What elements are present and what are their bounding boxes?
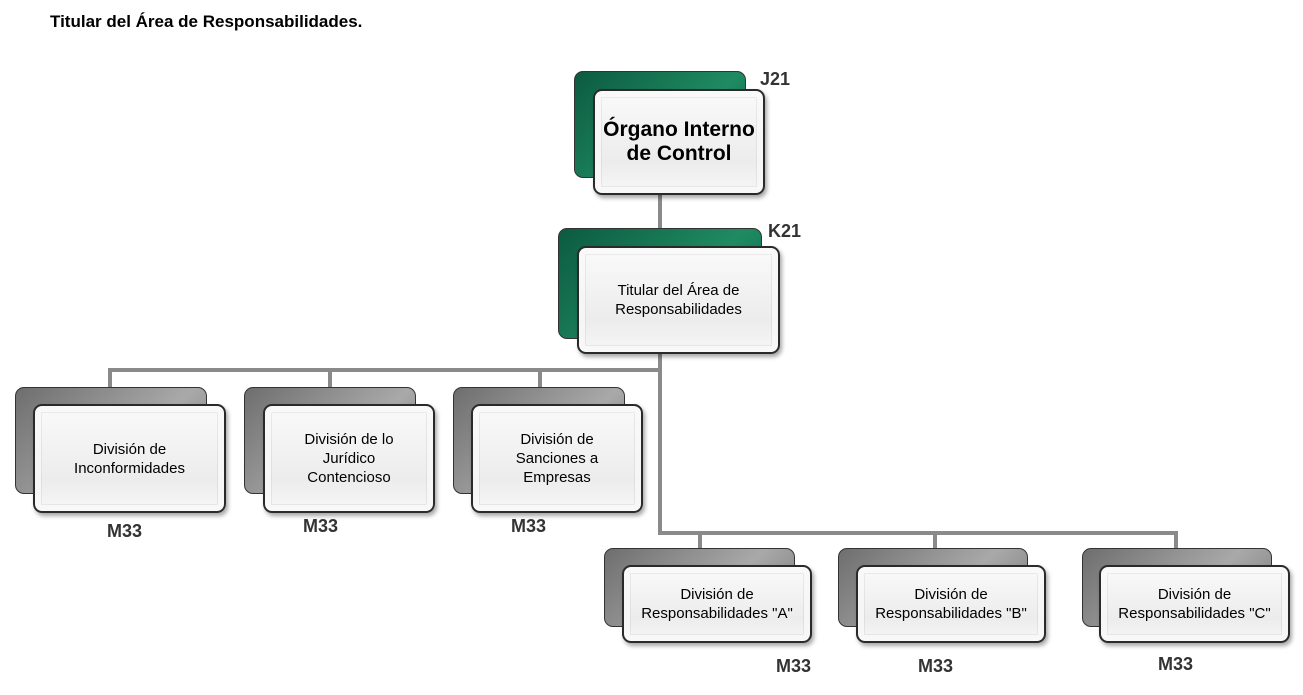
connector [108,368,662,372]
node-code: K21 [768,221,802,241]
connector [108,368,112,388]
page-title: Titular del Área de Responsabilidades. [50,12,363,31]
node-responsabilidades-c: División de Responsabilidades "C" [1099,565,1290,643]
node-code: M33 [303,516,339,536]
node-code: M33 [107,521,143,541]
connector [1174,531,1178,549]
connector [698,531,702,549]
connector [658,531,1178,535]
node-responsabilidades-b: División de Responsabilidades "B" [856,565,1046,643]
connector [933,531,937,549]
node-code: M33 [918,656,954,676]
connector [538,368,542,388]
node-code: J21 [760,69,791,89]
connector [658,195,662,535]
node-inconformidades: División de Inconformidades [33,404,226,513]
node-code: M33 [511,516,547,536]
node-responsabilidades-a: División de Responsabilidades "A" [622,565,812,643]
node-titular: Titular del Área de Responsabilidades [577,246,780,354]
node-organo-interno-de-control: Órgano Interno de Control [593,89,765,195]
node-code: M33 [776,656,812,676]
node-juridico: División de lo Jurídico Contencioso [263,404,435,513]
node-code: M33 [1158,654,1194,674]
connector [328,368,332,388]
node-sanciones: División de Sanciones a Empresas [471,404,643,513]
